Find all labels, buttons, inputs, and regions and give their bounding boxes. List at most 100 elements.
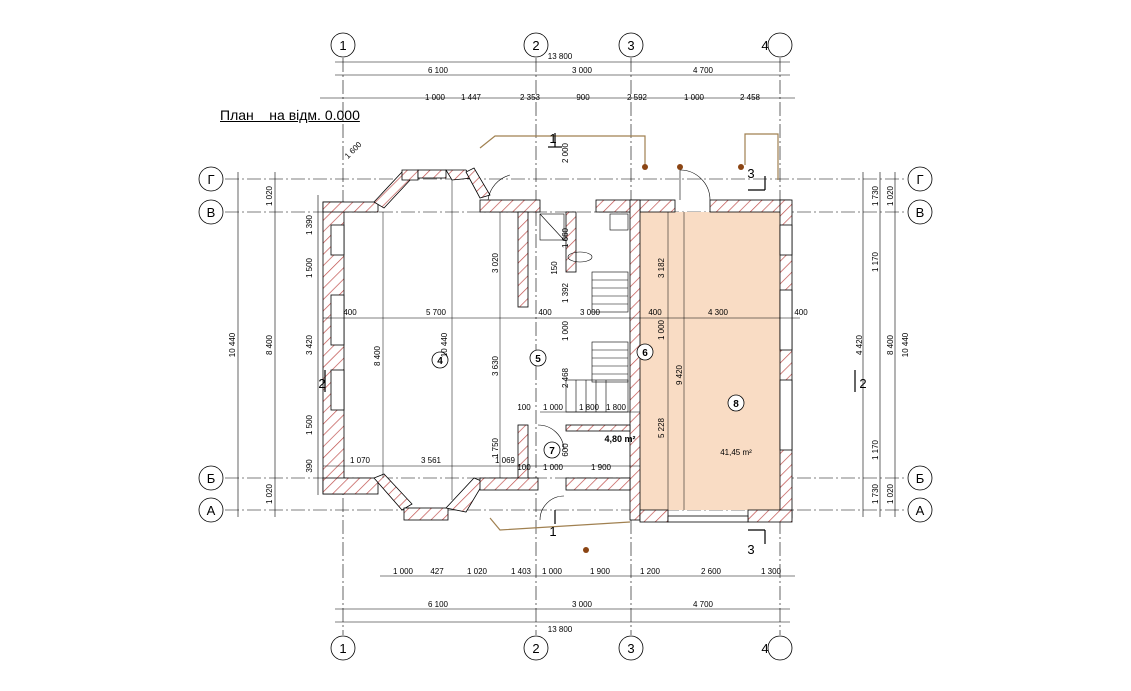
- svg-text:1 070: 1 070: [350, 456, 371, 465]
- axis-4-bottom-marker: 4: [761, 635, 793, 661]
- svg-text:3 000: 3 000: [572, 600, 593, 609]
- interior-dimension-labels: 5 700 400 400 400 400 3 000 4 300 10 440…: [343, 140, 808, 472]
- svg-text:3 000: 3 000: [580, 308, 601, 317]
- bottom-dimension-labels: 1 000 427 1 020 1 403 1 000 1 900 1 200 …: [393, 567, 782, 634]
- svg-text:3: 3: [627, 38, 634, 53]
- svg-text:1 000: 1 000: [561, 320, 570, 341]
- svg-text:1 500: 1 500: [305, 257, 314, 278]
- svg-text:1 500: 1 500: [305, 414, 314, 435]
- svg-text:10 440: 10 440: [901, 332, 910, 357]
- svg-text:1 000: 1 000: [542, 567, 563, 576]
- svg-text:2 000: 2 000: [561, 142, 570, 163]
- axis-b-left-marker: Б: [198, 465, 224, 491]
- svg-text:Б: Б: [207, 471, 216, 486]
- svg-text:400: 400: [648, 308, 662, 317]
- room-5-label: 5: [535, 354, 541, 365]
- svg-text:2: 2: [532, 641, 539, 656]
- svg-text:1: 1: [339, 38, 346, 53]
- svg-text:4: 4: [761, 38, 768, 53]
- section-3-bottom-label: 3: [747, 542, 754, 557]
- svg-text:1 730: 1 730: [871, 483, 880, 504]
- windows: [330, 224, 793, 523]
- svg-text:2: 2: [532, 38, 539, 53]
- svg-text:В: В: [207, 205, 216, 220]
- svg-text:В: В: [916, 205, 925, 220]
- svg-text:1 730: 1 730: [871, 185, 880, 206]
- svg-text:400: 400: [343, 308, 357, 317]
- svg-text:2 600: 2 600: [701, 567, 722, 576]
- svg-text:А: А: [916, 503, 925, 518]
- svg-text:3 000: 3 000: [572, 66, 593, 75]
- porch-outlines: [479, 133, 779, 531]
- svg-text:Г: Г: [916, 172, 923, 187]
- svg-text:6 100: 6 100: [428, 66, 449, 75]
- axis-2-bottom-marker: 2: [523, 635, 549, 661]
- section-1-bottom-label: 1: [549, 524, 556, 539]
- svg-text:1 900: 1 900: [591, 463, 612, 472]
- svg-text:10 440: 10 440: [440, 332, 449, 357]
- svg-text:1 660: 1 660: [561, 227, 570, 248]
- svg-text:4 300: 4 300: [708, 308, 729, 317]
- section-marks: [324, 133, 856, 544]
- svg-text:2 468: 2 468: [561, 367, 570, 388]
- svg-text:1 020: 1 020: [265, 185, 274, 206]
- svg-text:1 403: 1 403: [511, 567, 532, 576]
- svg-text:1 020: 1 020: [886, 185, 895, 206]
- svg-text:100: 100: [517, 403, 531, 412]
- svg-text:2 592: 2 592: [627, 93, 648, 102]
- svg-text:10 440: 10 440: [228, 332, 237, 357]
- svg-text:8 400: 8 400: [373, 345, 382, 366]
- room-4-label: 4: [437, 356, 443, 367]
- svg-text:1 800: 1 800: [579, 403, 600, 412]
- svg-text:1 020: 1 020: [265, 483, 274, 504]
- svg-text:5 228: 5 228: [657, 417, 666, 438]
- axis-4-top-marker: 4: [761, 32, 793, 58]
- svg-text:400: 400: [538, 308, 552, 317]
- svg-text:900: 900: [576, 93, 590, 102]
- svg-text:1 390: 1 390: [305, 214, 314, 235]
- axis-markers: 1 2 3 4 1 2 3 4 Г В Б А Г В Б А: [198, 32, 933, 661]
- svg-text:1 600: 1 600: [343, 140, 364, 161]
- doors: [487, 169, 711, 521]
- axis-1-top-marker: 1: [330, 32, 356, 58]
- svg-text:1 447: 1 447: [461, 93, 482, 102]
- svg-text:1 170: 1 170: [871, 439, 880, 460]
- svg-text:1 000: 1 000: [393, 567, 414, 576]
- svg-text:4 700: 4 700: [693, 600, 714, 609]
- svg-text:3 020: 3 020: [491, 252, 500, 273]
- svg-text:2 353: 2 353: [520, 93, 541, 102]
- svg-text:100: 100: [517, 463, 531, 472]
- svg-text:3 420: 3 420: [305, 334, 314, 355]
- axis-1-bottom-marker: 1: [330, 635, 356, 661]
- top-dimension-labels: 13 800 6 100 3 000 4 700 1 000 1 447 2 3…: [425, 52, 761, 102]
- svg-text:1 800: 1 800: [606, 403, 627, 412]
- svg-text:Б: Б: [916, 471, 925, 486]
- axis-b-right-marker: Б: [907, 465, 933, 491]
- interior-dimension-lines: [323, 180, 800, 510]
- svg-text:400: 400: [794, 308, 808, 317]
- svg-text:1 020: 1 020: [467, 567, 488, 576]
- svg-text:1 750: 1 750: [491, 437, 500, 458]
- svg-text:3 182: 3 182: [657, 257, 666, 278]
- svg-text:1 170: 1 170: [871, 251, 880, 272]
- svg-text:1 069: 1 069: [495, 456, 516, 465]
- room-6-label: 6: [642, 348, 648, 359]
- section-3-top-label: 3: [747, 166, 754, 181]
- svg-text:4 700: 4 700: [693, 66, 714, 75]
- axis-g-left-marker: Г: [198, 166, 224, 192]
- room-7-label: 7: [549, 446, 555, 457]
- svg-text:1 200: 1 200: [640, 567, 661, 576]
- svg-text:4 420: 4 420: [855, 334, 864, 355]
- svg-text:1 000: 1 000: [684, 93, 705, 102]
- svg-text:8 400: 8 400: [265, 334, 274, 355]
- bottom-total-dim: 13 800: [548, 625, 573, 634]
- axis-3-bottom-marker: 3: [618, 635, 644, 661]
- svg-text:1 020: 1 020: [886, 483, 895, 504]
- svg-text:1 000: 1 000: [543, 463, 564, 472]
- svg-text:1 000: 1 000: [657, 319, 666, 340]
- svg-text:4: 4: [761, 641, 768, 656]
- svg-text:3: 3: [627, 641, 634, 656]
- section-1-top-label: 1: [549, 131, 556, 146]
- axis-2-top-marker: 2: [523, 32, 549, 58]
